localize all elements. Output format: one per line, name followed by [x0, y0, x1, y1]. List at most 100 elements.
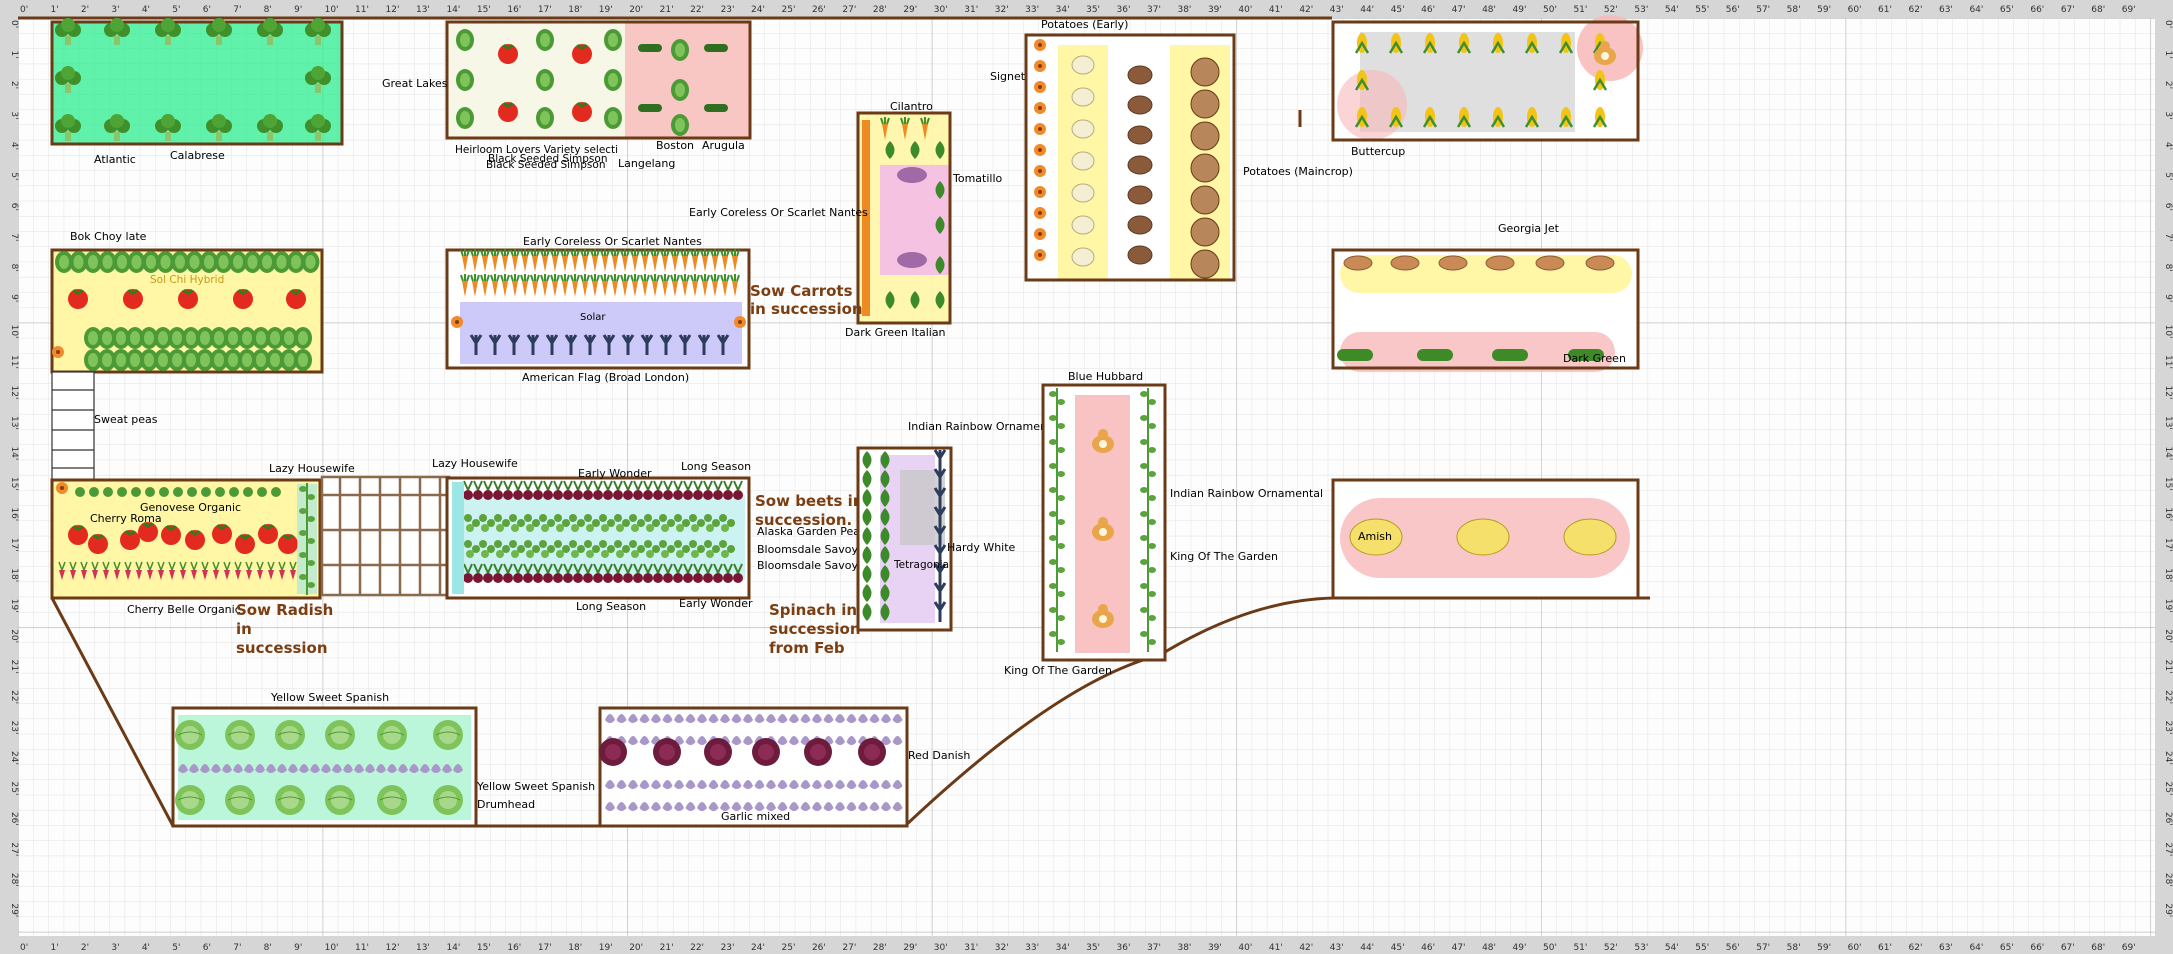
ruler-top-label: 10' — [325, 5, 339, 15]
ruler-bottom-label: 61' — [1878, 943, 1892, 953]
ruler-left-label: 10' — [9, 325, 19, 339]
ruler-bottom-label: 40' — [1238, 943, 1252, 953]
ruler-top-label: 8' — [264, 5, 272, 15]
bottom-ruler — [0, 936, 2173, 954]
ruler-bottom-label: 7' — [233, 943, 241, 953]
ruler-bottom-label: 33' — [1025, 943, 1039, 953]
label-calabrese: Calabrese — [170, 149, 225, 162]
bed-melons[interactable] — [1331, 478, 1640, 600]
ruler-left-label: 1' — [9, 50, 19, 58]
bed-bok-choy[interactable] — [50, 248, 324, 374]
label-amish: Amish — [1358, 530, 1392, 543]
bed-potatoes[interactable] — [1024, 33, 1236, 282]
label-langelang: Langelang — [618, 157, 675, 170]
label-boston: Boston — [656, 139, 694, 152]
potato2-icon — [1127, 215, 1153, 235]
ruler-top-label: 36' — [1117, 5, 1131, 15]
bed-spinach[interactable] — [856, 446, 953, 632]
ruler-right-label: 9' — [2163, 294, 2173, 302]
ruler-left-label: 14' — [9, 446, 19, 460]
bed-corn[interactable] — [1331, 15, 1643, 142]
bed-sweet-potato[interactable] — [1331, 248, 1640, 372]
bed-garlic[interactable] — [598, 706, 909, 828]
potato2-icon — [1127, 155, 1153, 175]
ruler-top-label: 0' — [20, 5, 28, 15]
ruler-bottom-label: 11' — [355, 943, 369, 953]
label-yellow-spanish-side: Yellow Sweet Spanish — [476, 780, 595, 793]
ruler-top-label: 37' — [1147, 5, 1161, 15]
ruler-top-label: 53' — [1634, 5, 1648, 15]
ruler-top-label: 69' — [2122, 5, 2136, 15]
ruler-left-label: 12' — [9, 386, 19, 400]
ruler-bottom-label: 60' — [1848, 943, 1862, 953]
ruler-top-label: 4' — [142, 5, 150, 15]
ruler-right-label: 17' — [2163, 538, 2173, 552]
ruler-bottom-label: 50' — [1543, 943, 1557, 953]
label-early-wonder-bottom: Early Wonder — [679, 597, 753, 610]
bed-blue-hubbard[interactable] — [1041, 383, 1167, 662]
ruler-bottom-label: 54' — [1665, 943, 1679, 953]
ruler-bottom-label: 21' — [660, 943, 674, 953]
ruler-top-label: 15' — [477, 5, 491, 15]
ruler-top-label: 60' — [1848, 5, 1862, 15]
ruler-left-label: 9' — [9, 294, 19, 302]
label-great-lakes: Great Lakes — [382, 77, 448, 90]
marigold-icon — [1034, 207, 1046, 219]
sweet-pea-trellis[interactable] — [51, 371, 95, 483]
label-bok-choy: Bok Choy late — [70, 230, 147, 243]
label-early-coreless-side: Early Coreless Or Scarlet Nantes — [689, 206, 868, 219]
ruler-top-label: 24' — [751, 5, 765, 15]
ruler-left-label: 28' — [9, 873, 19, 887]
ruler-left-label: 18' — [9, 568, 19, 582]
label-cherry-roma: Cherry Roma — [90, 512, 162, 525]
ruler-left-label: 2' — [9, 81, 19, 89]
ruler-top-label: 18' — [568, 5, 582, 15]
bed-broccoli[interactable] — [50, 18, 344, 146]
ruler-top-label: 57' — [1756, 5, 1770, 15]
basil-icon — [243, 487, 253, 497]
ruler-left-label: 15' — [9, 477, 19, 491]
marigold-icon — [1034, 39, 1046, 51]
ruler-right-label: 15' — [2163, 477, 2173, 491]
ruler-bottom-label: 29' — [903, 943, 917, 953]
label-king-garden-1: King Of The Garden — [1170, 550, 1278, 563]
basil-icon — [271, 487, 281, 497]
ruler-top-label: 33' — [1025, 5, 1039, 15]
ruler-right-label: 13' — [2163, 416, 2173, 430]
ruler-top-label: 65' — [2000, 5, 2014, 15]
ruler-right-label: 12' — [2163, 386, 2173, 400]
note-sow-beets: Sow beets in succession. — [755, 492, 869, 529]
ruler-bottom-label: 20' — [629, 943, 643, 953]
label-georgia-jet: Georgia Jet — [1498, 222, 1560, 235]
ruler-top-label: 44' — [1360, 5, 1374, 15]
ruler-top-label: 5' — [172, 5, 180, 15]
potato-maincrop-icon — [1190, 89, 1220, 119]
ruler-right-label: 23' — [2163, 721, 2173, 735]
potato-icon — [1071, 183, 1095, 203]
bean-frame[interactable] — [320, 475, 451, 597]
ruler-bottom-label: 68' — [2091, 943, 2105, 953]
bok-choy-icon — [301, 251, 320, 273]
top-ruler — [0, 0, 2173, 18]
ruler-top-label: 63' — [1939, 5, 1953, 15]
ruler-left-label: 3' — [9, 111, 19, 119]
ruler-bottom-label: 56' — [1726, 943, 1740, 953]
bed-tomato-basil[interactable] — [50, 478, 322, 600]
ruler-bottom-label: 19' — [599, 943, 613, 953]
ruler-top-label: 68' — [2091, 5, 2105, 15]
bed-cabbage[interactable] — [171, 706, 478, 828]
ruler-right-label: 21' — [2163, 660, 2173, 674]
bed-herbs[interactable] — [856, 111, 952, 325]
ruler-top-label: 31' — [964, 5, 978, 15]
basil-icon — [257, 487, 267, 497]
ruler-right-label: 2' — [2163, 81, 2173, 89]
bed-beets[interactable] — [445, 476, 751, 600]
ruler-right-label: 14' — [2163, 446, 2173, 460]
bed-salad[interactable] — [445, 20, 752, 140]
ruler-top-label: 1' — [50, 5, 58, 15]
ruler-bottom-label: 53' — [1634, 943, 1648, 953]
ruler-bottom-label: 67' — [2061, 943, 2075, 953]
bed-carrots[interactable] — [445, 248, 751, 370]
ruler-top-label: 59' — [1817, 5, 1831, 15]
